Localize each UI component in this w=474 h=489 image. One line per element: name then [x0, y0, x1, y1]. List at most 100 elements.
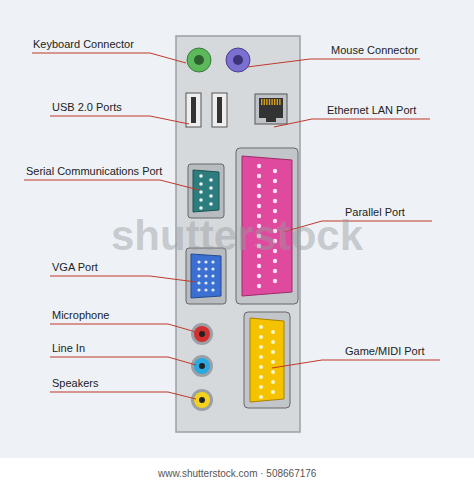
ps2-center [194, 55, 204, 65]
pin [204, 260, 207, 263]
serial-frame [188, 164, 224, 218]
pin [204, 274, 207, 277]
jack-hole [199, 397, 205, 403]
leader-line [272, 360, 440, 368]
pin [259, 365, 263, 369]
pin [273, 269, 277, 273]
leader-line [50, 276, 196, 282]
contact [277, 99, 278, 105]
pin [211, 267, 214, 270]
pin [259, 335, 263, 339]
pin [204, 281, 207, 284]
contact [274, 99, 275, 105]
pin [259, 395, 263, 399]
part-label: Speakers [52, 377, 98, 390]
pin [273, 169, 277, 173]
jack-hole [199, 363, 205, 369]
contact [264, 99, 265, 105]
leader-line [24, 180, 199, 190]
pin [271, 330, 275, 334]
ethernet-clip [266, 118, 276, 122]
pin [259, 345, 263, 349]
contact [261, 99, 262, 105]
pin [257, 204, 261, 208]
pin [259, 325, 263, 329]
jack-ring [191, 389, 213, 411]
jack-hole [199, 331, 205, 337]
leader-line [50, 116, 189, 124]
pin [259, 385, 263, 389]
part-label: Ethernet LAN Port [327, 104, 416, 117]
leader-line [50, 392, 196, 399]
pin [271, 370, 275, 374]
pin [257, 164, 261, 168]
mouse-ps2 [226, 48, 250, 72]
pin [259, 375, 263, 379]
pin [257, 174, 261, 178]
pin [209, 202, 213, 206]
usb-tongue [191, 97, 196, 123]
ps2-center [233, 55, 243, 65]
footer-strip [0, 458, 474, 489]
part-label: Mouse Connector [331, 44, 418, 57]
watermark: shutterstock [111, 212, 363, 260]
contact [269, 99, 270, 105]
line-in-jack [194, 358, 210, 374]
part-label: Keyboard Connector [33, 38, 134, 51]
serial-port [193, 170, 219, 212]
jack-ring [191, 323, 213, 345]
pin [199, 182, 203, 186]
speakers-jack [194, 392, 210, 408]
part-label: Serial Communications Port [26, 165, 162, 178]
watermark-footer: www.shutterstock.com · 508667176 [158, 468, 316, 480]
pin [204, 288, 207, 291]
leader-line [274, 119, 430, 127]
contact [266, 99, 267, 105]
pin [199, 198, 203, 202]
pin [271, 340, 275, 344]
pin [271, 360, 275, 364]
pin [197, 260, 200, 263]
contact [279, 99, 280, 105]
contact [271, 99, 272, 105]
pin [273, 199, 277, 203]
pin [259, 355, 263, 359]
pin [211, 260, 214, 263]
pin [197, 267, 200, 270]
pin [199, 190, 203, 194]
leader-line [32, 53, 186, 63]
pin [273, 259, 277, 263]
part-label: Microphone [52, 309, 109, 322]
pin [197, 281, 200, 284]
pin [199, 174, 203, 178]
pin [211, 274, 214, 277]
vga-port [191, 254, 221, 298]
pin [209, 178, 213, 182]
pin [204, 267, 207, 270]
pin [211, 281, 214, 284]
usb-port [212, 93, 227, 127]
part-label: USB 2.0 Ports [52, 101, 122, 114]
pin [273, 279, 277, 283]
jack-ring [191, 355, 213, 377]
pin [273, 189, 277, 193]
pin [271, 390, 275, 394]
leader-line [50, 357, 196, 365]
part-label: Line In [52, 342, 85, 355]
game-frame [244, 312, 290, 408]
pin [257, 184, 261, 188]
pin [209, 186, 213, 190]
usb-port [186, 93, 201, 127]
usb-tongue [217, 97, 222, 123]
ethernet-port [255, 94, 287, 124]
keyboard-ps2 [187, 48, 211, 72]
pin [257, 194, 261, 198]
pin [211, 288, 214, 291]
pin [257, 284, 261, 288]
pin [257, 264, 261, 268]
pin [197, 274, 200, 277]
microphone-jack [194, 326, 210, 342]
pin [199, 206, 203, 210]
leader-lines [24, 53, 440, 399]
pin [209, 194, 213, 198]
